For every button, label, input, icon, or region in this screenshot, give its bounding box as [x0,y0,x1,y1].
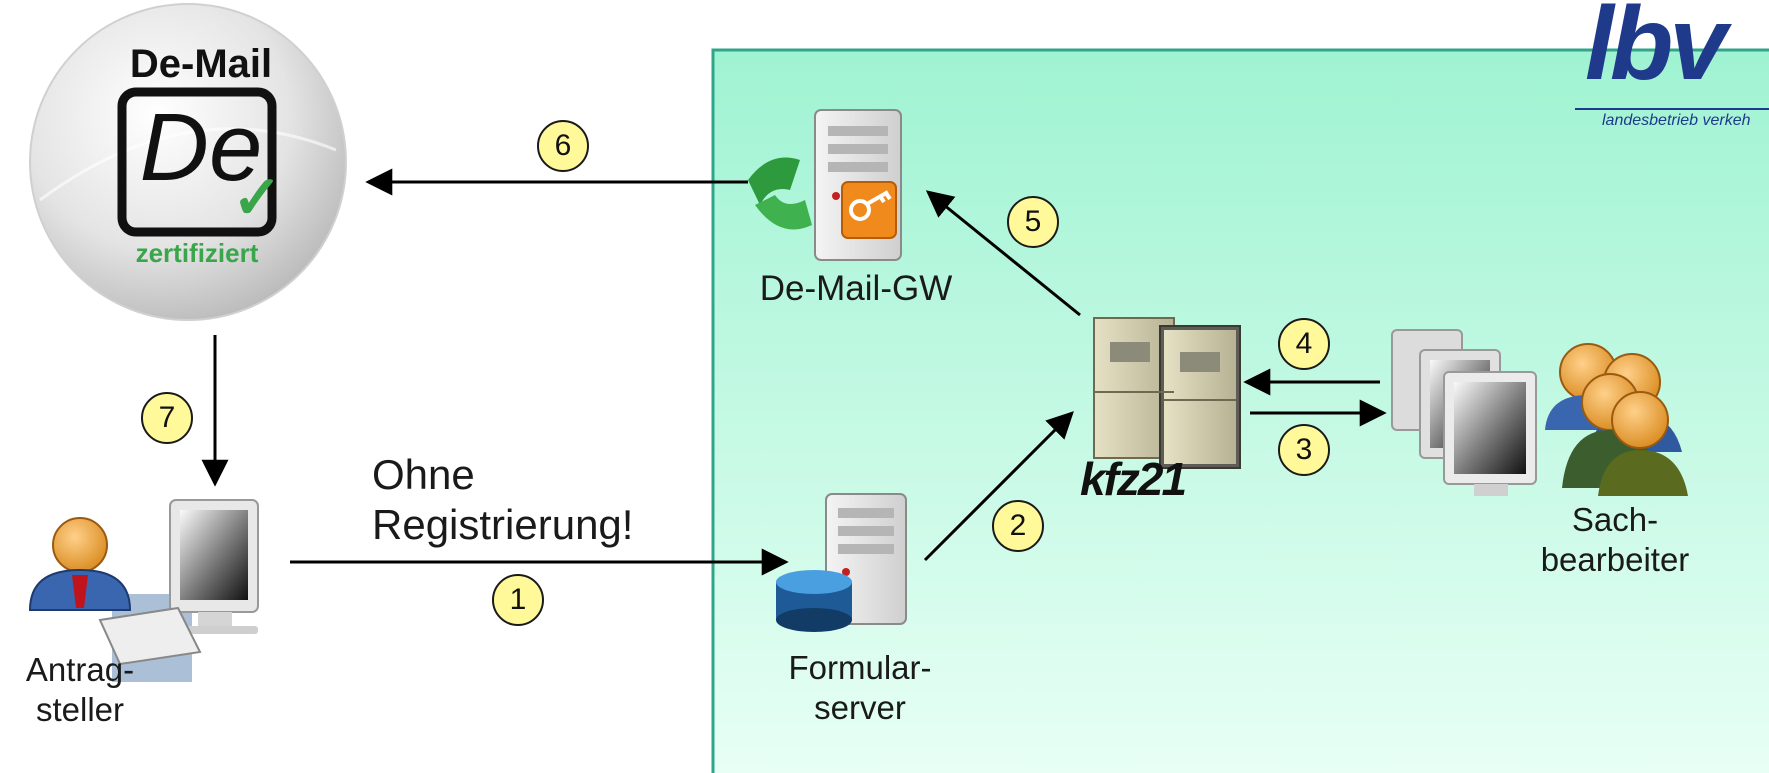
lbv-logo-mark: lbv [1585,0,1727,102]
label-gateway: De-Mail-GW [759,269,953,308]
server-key-icon [748,109,902,261]
user-computer-icon [28,499,259,682]
server-database-icon [776,493,907,632]
label-antragsteller: Antrag- steller [25,651,135,728]
label-formularserver: Formular- server [788,649,932,726]
step-marker-4: 4 [1278,318,1330,370]
label-sachbearbeiter: Sach- bearbeiter [1540,501,1690,578]
de-mail-certified-badge-icon [29,3,347,321]
arrow-step-2 [923,411,1074,562]
arrow-step-5 [925,190,1081,317]
lbv-logo-text: landesbetrieb verkeh [1602,112,1751,129]
badge-de-letters: De [139,94,263,201]
badge-checkmark-icon: ✓ [232,164,283,231]
badge-title: De-Mail [129,42,273,86]
lbv-logo-line [1575,108,1769,110]
step-marker-3: 3 [1278,424,1330,476]
step-marker-5: 5 [1007,196,1059,248]
step-marker-1: 1 [492,574,544,626]
badge-subtitle: zertifiziert [135,238,259,268]
step-marker-7: 7 [141,392,193,444]
user-group-computers-icon [1391,329,1688,496]
step-marker-6: 6 [537,120,589,172]
step-marker-2: 2 [992,500,1044,552]
annotation-ohne-registrierung: Ohne Registrierung! [372,451,634,549]
server-rack-icon [1093,317,1241,469]
kfz21-logo: kfz21 [1080,453,1187,505]
